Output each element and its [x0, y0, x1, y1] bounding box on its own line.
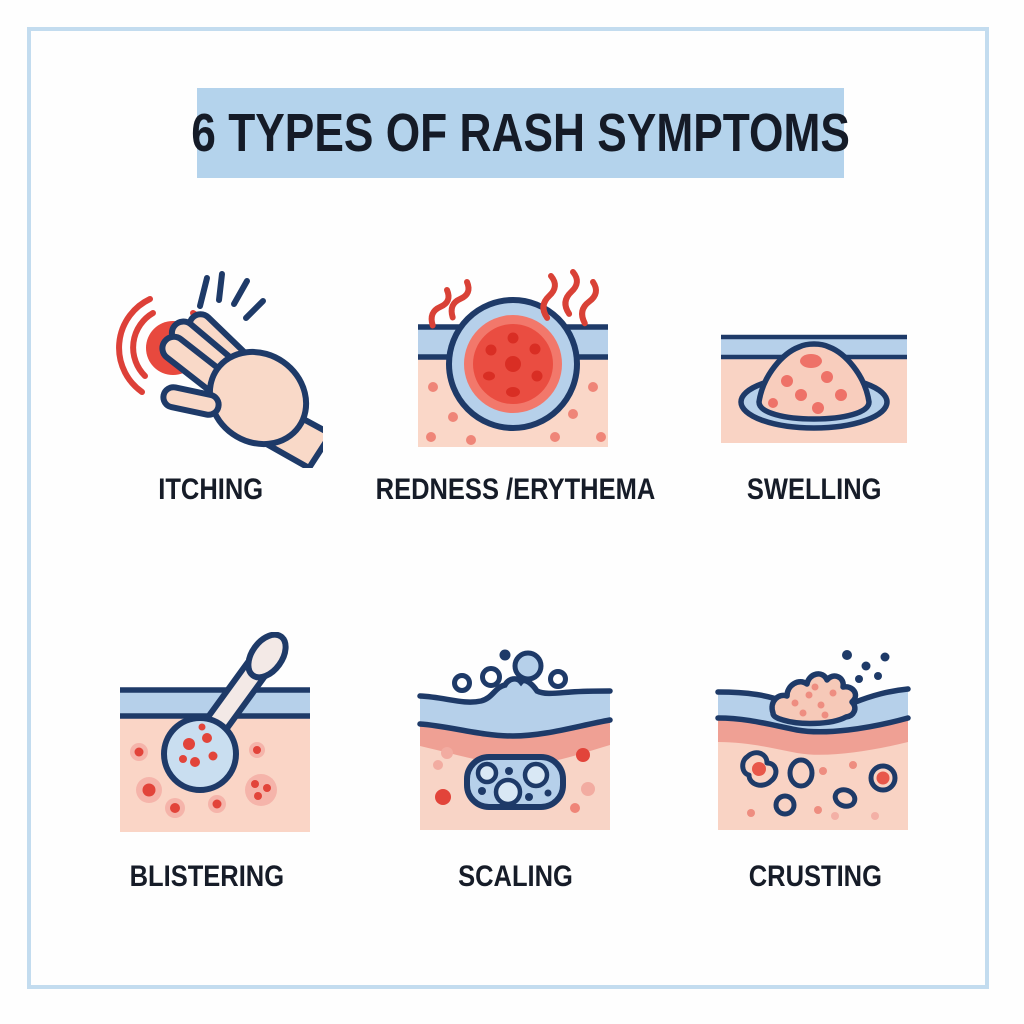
frame-border — [27, 27, 989, 989]
page-title: 6 TYPES OF RASH SYMPTOMS — [191, 103, 850, 163]
symptom-label-itching: ITCHING — [158, 473, 264, 506]
symptom-label-blistering: BLISTERING — [129, 860, 285, 893]
symptom-label-swelling: SWELLING — [746, 473, 882, 506]
crusting-icon — [715, 650, 911, 830]
redness-erythema-icon — [418, 269, 608, 447]
crusting-icon-cell — [703, 633, 923, 843]
symptom-label-redness-wrap: REDNESS /ERYTHEMA — [355, 470, 675, 510]
itching-icon-cell — [103, 248, 323, 468]
symptom-label-swelling-wrap: SWELLING — [664, 470, 964, 510]
symptom-label-crusting-wrap: CRUSTING — [665, 857, 965, 897]
symptom-label-redness: REDNESS /ERYTHEMA — [375, 473, 655, 506]
swelling-icon — [721, 334, 907, 443]
symptom-label-blistering-wrap: BLISTERING — [57, 857, 357, 897]
itching-icon — [116, 271, 323, 468]
scaling-icon-cell — [405, 633, 625, 843]
redness-icon-cell — [403, 252, 623, 452]
blistering-icon-cell — [105, 632, 325, 842]
symptom-label-crusting: CRUSTING — [748, 860, 882, 893]
title-banner: 6 TYPES OF RASH SYMPTOMS — [191, 88, 850, 178]
symptom-label-scaling: SCALING — [457, 860, 573, 893]
swelling-icon-cell — [703, 305, 923, 465]
symptom-label-scaling-wrap: SCALING — [365, 857, 665, 897]
scaling-icon — [417, 649, 613, 830]
symptom-label-itching-wrap: ITCHING — [61, 470, 361, 510]
blistering-icon — [120, 632, 310, 832]
